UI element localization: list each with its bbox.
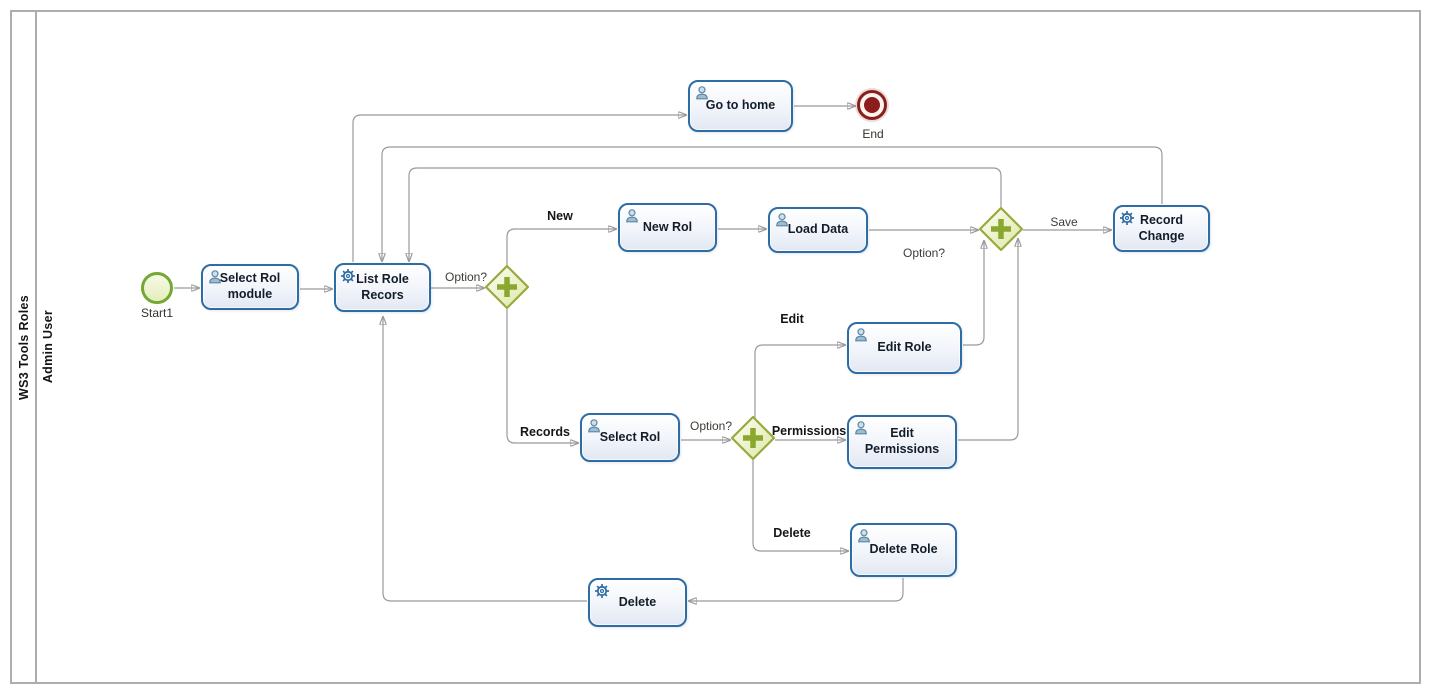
flow-delete-role-to-delete — [688, 578, 904, 601]
flow-gateway3-edit-to-edit-role — [754, 345, 846, 419]
flow-edit-role-to-gateway2 — [963, 240, 984, 346]
flow-delete-to-list-loop — [383, 316, 587, 602]
user-task-icon — [853, 327, 869, 343]
flow-label-edit: Edit — [780, 312, 804, 326]
flow-label-permissions: Permissions — [771, 424, 847, 438]
task-label: List Role Recors — [356, 271, 409, 302]
flow-label-new: New — [547, 209, 573, 223]
task-label: Delete Role — [869, 542, 938, 557]
end-event-label: End — [862, 127, 884, 141]
flow-gateway3-delete-to-delete-role — [752, 460, 849, 551]
flow-gateway2-to-list-loop — [409, 167, 1002, 262]
end-event[interactable] — [857, 90, 887, 120]
parallel-gateway-icon — [978, 206, 1024, 252]
task-delete[interactable]: Delete — [588, 578, 687, 627]
task-label: Select Rol — [599, 429, 661, 444]
task-edit-role[interactable]: Edit Role — [847, 322, 962, 374]
task-label: Edit Role — [877, 340, 932, 355]
flow-label-save: Save — [1050, 215, 1078, 229]
task-select-rol-module[interactable]: Select Rol module — [201, 264, 299, 310]
start-event-label: Start1 — [140, 306, 174, 320]
task-label: Go to home — [705, 98, 776, 113]
service-task-gear-icon — [594, 583, 610, 599]
user-task-icon — [624, 208, 640, 224]
flow-record-change-to-list-loop — [382, 146, 1163, 262]
user-task-icon — [856, 528, 872, 544]
task-label: Edit Permissions — [864, 426, 940, 456]
task-select-rol[interactable]: Select Rol — [580, 413, 680, 462]
gateway-option-list[interactable] — [484, 264, 530, 310]
gateway-option-select[interactable] — [730, 415, 776, 461]
task-go-to-home[interactable]: Go to home — [688, 80, 793, 132]
user-task-icon — [586, 418, 602, 434]
flow-label-option-change: Option? — [902, 246, 946, 260]
service-task-gear-icon — [340, 268, 356, 284]
task-label: Delete — [618, 594, 657, 609]
flow-edit-permissions-to-gateway2 — [958, 238, 1018, 441]
user-task-icon — [207, 269, 223, 285]
parallel-gateway-icon — [484, 264, 530, 310]
service-task-gear-icon — [1119, 210, 1135, 226]
user-task-icon — [694, 85, 710, 101]
flow-label-option-list: Option? — [444, 270, 488, 284]
task-label: New Rol — [642, 219, 693, 234]
pool-title-band: WS3 Tools Roles — [12, 12, 37, 682]
task-record-change[interactable]: Record Change — [1113, 205, 1210, 252]
task-label: Load Data — [787, 222, 849, 237]
flow-label-delete: Delete — [773, 526, 811, 540]
pool: WS3 Tools Roles Admin User — [10, 10, 1421, 684]
user-task-icon — [774, 212, 790, 228]
flow-list-to-go-home — [352, 115, 687, 262]
task-list-role-recors[interactable]: List Role Recors — [334, 263, 431, 312]
flow-gateway1-new-to-new-rol — [506, 229, 617, 266]
task-delete-role[interactable]: Delete Role — [850, 523, 957, 577]
task-new-rol[interactable]: New Rol — [618, 203, 717, 252]
parallel-gateway-icon — [730, 415, 776, 461]
start-event[interactable] — [141, 272, 173, 304]
task-label: Select Rol module — [219, 271, 281, 301]
flow-label-option-select: Option? — [689, 419, 733, 433]
task-label: Record Change — [1138, 212, 1185, 243]
task-edit-permissions[interactable]: Edit Permissions — [847, 415, 957, 469]
task-load-data[interactable]: Load Data — [768, 207, 868, 253]
flow-gateway1-records-to-select-rol — [506, 309, 579, 443]
user-task-icon — [853, 420, 869, 436]
flow-label-records: Records — [519, 425, 571, 439]
end-event-core — [864, 97, 880, 113]
gateway-option-change[interactable] — [978, 206, 1024, 252]
